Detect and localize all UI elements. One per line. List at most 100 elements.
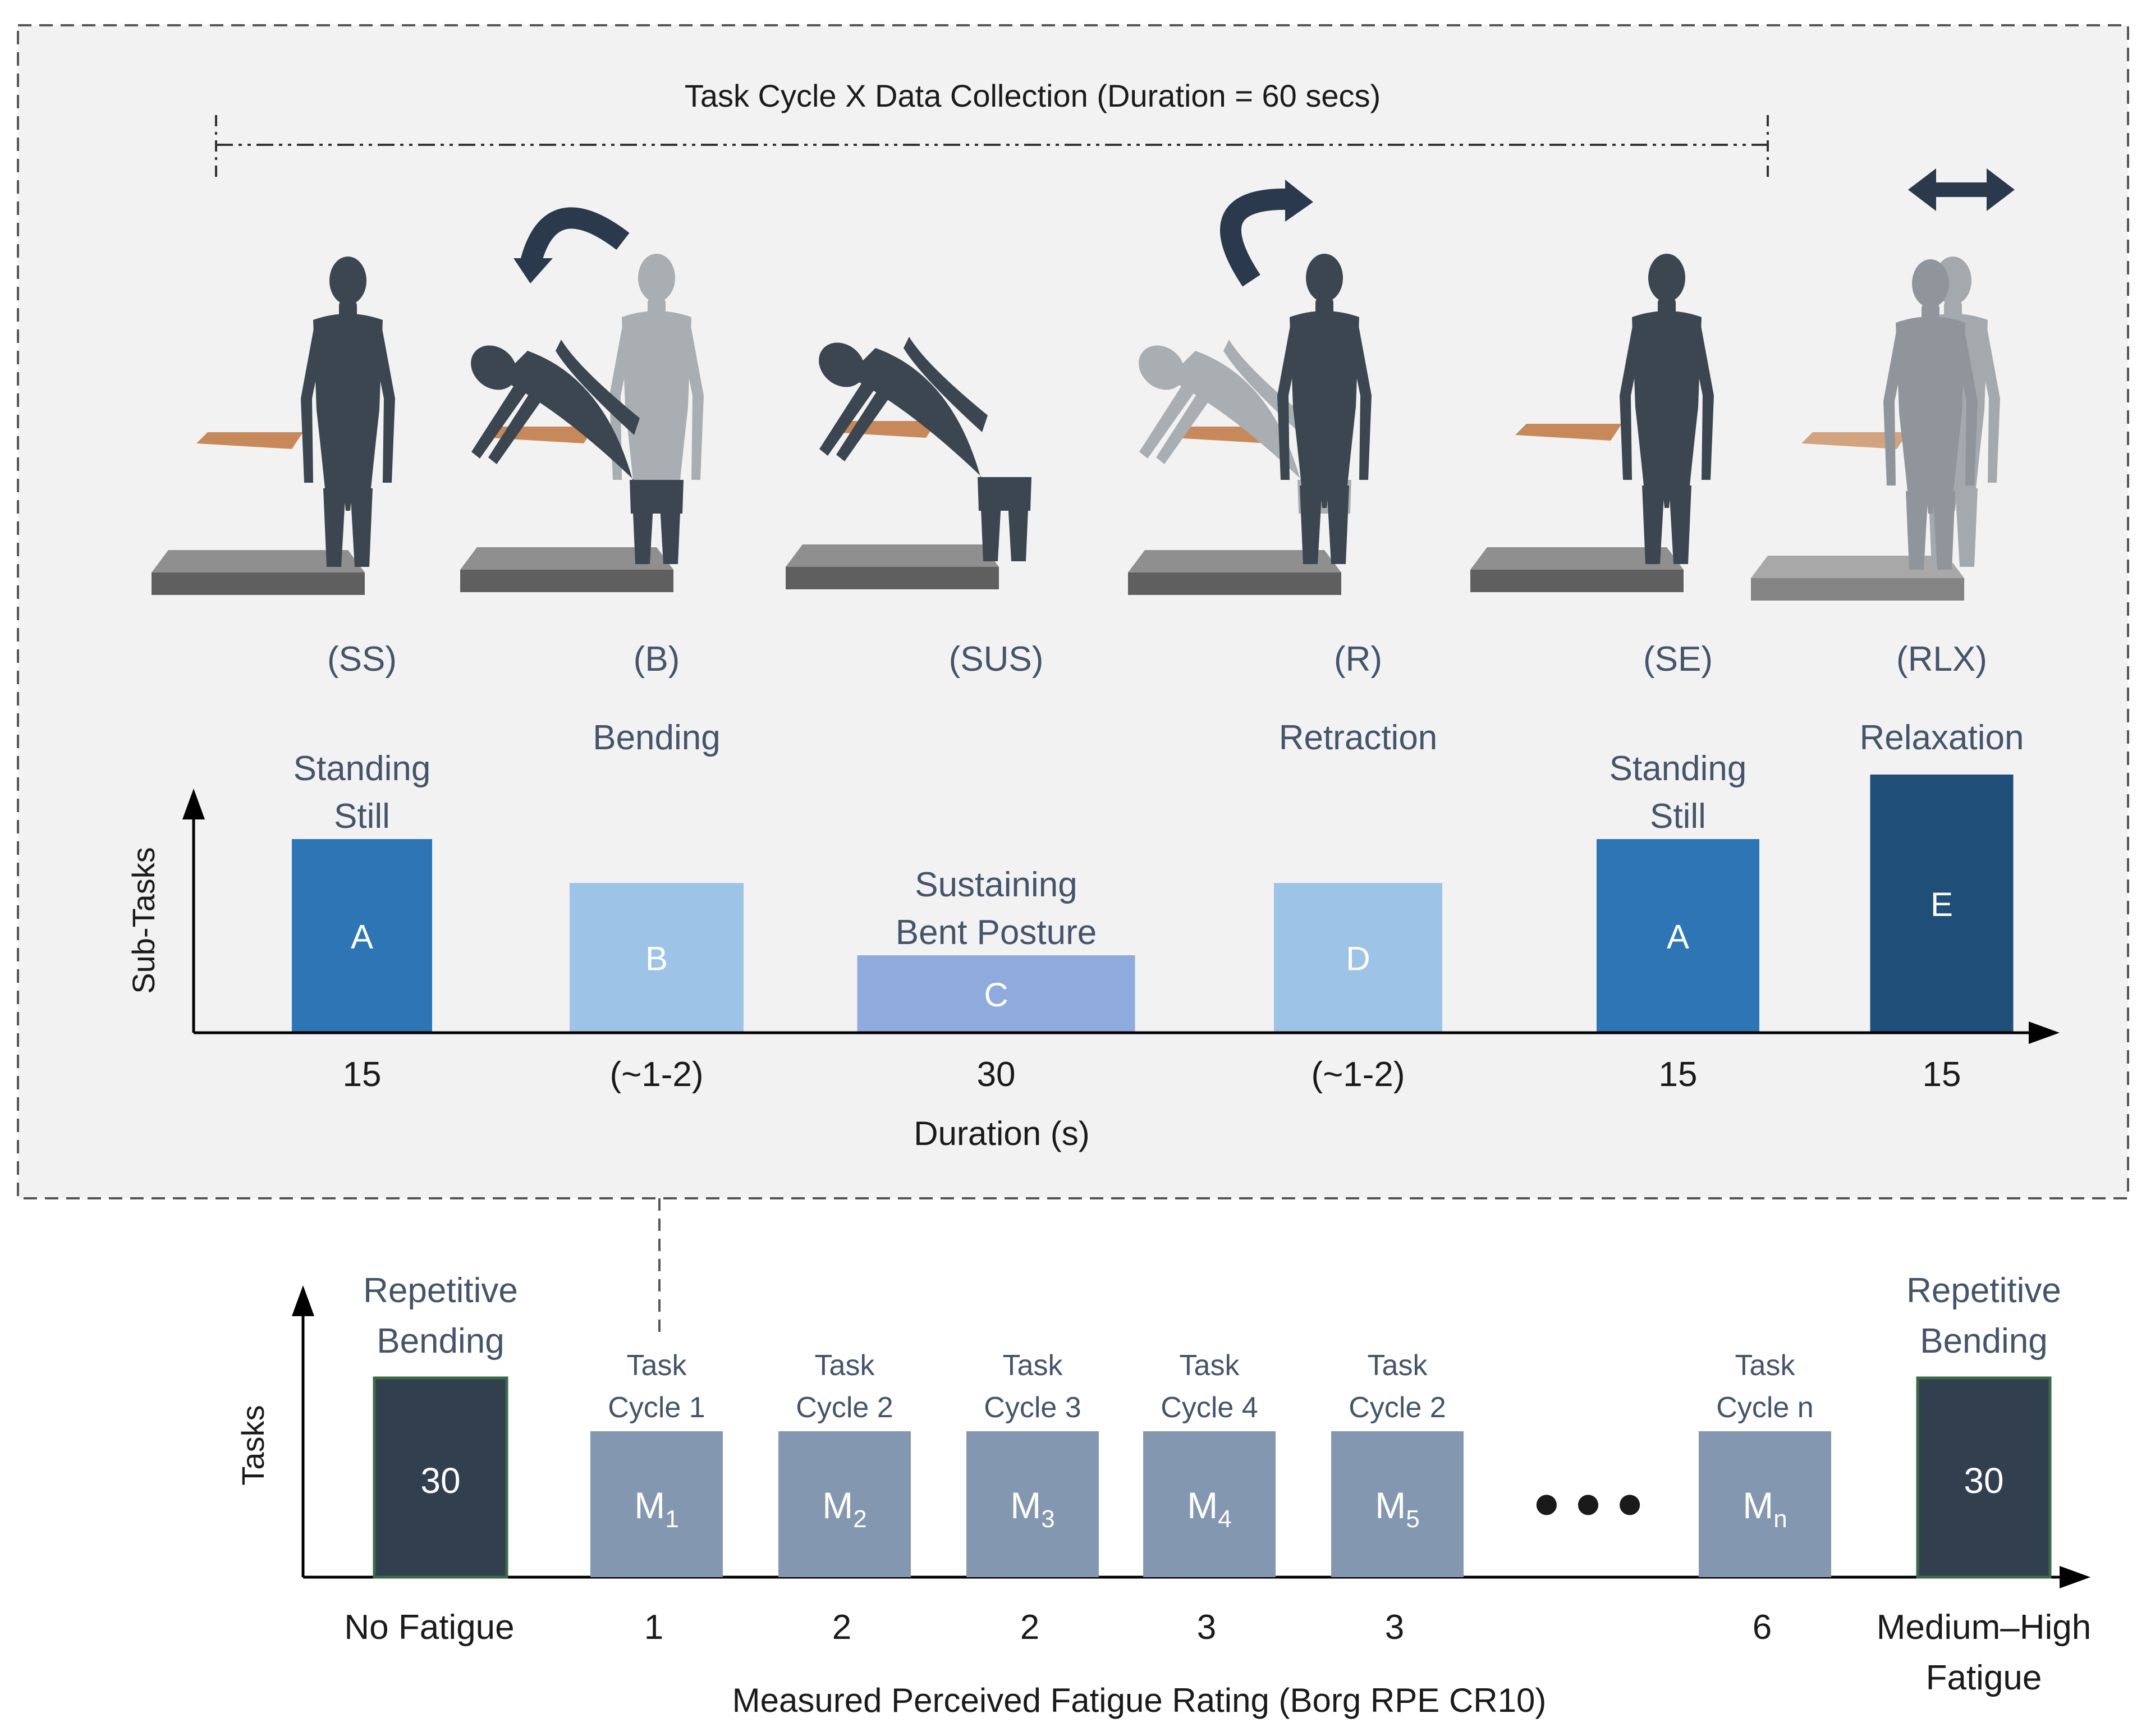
cycle-measure-5: Mn xyxy=(1743,1485,1787,1533)
end-block-rating-0: No Fatigue xyxy=(344,1608,514,1647)
subtask-code-5: (RLX) xyxy=(1896,640,1987,679)
subtask-duration-2: 30 xyxy=(977,1055,1016,1094)
fatigue-axis-label: Measured Perceived Fatigue Rating (Borg … xyxy=(732,1682,1547,1719)
cycle-measure-subscript: 3 xyxy=(1041,1505,1054,1533)
subtask-bar-label-0: A xyxy=(351,918,373,956)
subtask-bar-3 xyxy=(1274,883,1442,1033)
cycle-measure-subscript: 5 xyxy=(1406,1505,1419,1533)
cycle-measure-letter: M xyxy=(1375,1485,1406,1526)
subtask-code-0: (SS) xyxy=(327,640,397,679)
end-block-rating-1: Medium–High xyxy=(1877,1608,2092,1647)
subtask-duration-5: 15 xyxy=(1923,1055,1961,1094)
subtask-bar-0 xyxy=(292,839,432,1033)
subtask-bar-1 xyxy=(570,883,744,1033)
cycle-title2-4: Cycle 2 xyxy=(1349,1391,1446,1424)
subtask-name-1: Bending xyxy=(593,718,721,757)
subtask-code-1: (B) xyxy=(634,640,680,679)
subtask-name-2: Sustaining xyxy=(915,865,1077,904)
cycle-measure-letter: M xyxy=(634,1485,665,1526)
bend-arrow-icon xyxy=(513,207,630,283)
duration-axis-label: Duration (s) xyxy=(914,1115,1089,1152)
tasks-y-arrowhead xyxy=(292,1285,314,1316)
cycle-measure-letter: M xyxy=(1010,1485,1041,1526)
end-block-value-1: 30 xyxy=(1964,1460,2003,1501)
cycle-measure-subscript: 4 xyxy=(1218,1505,1231,1533)
subtask-bar-5 xyxy=(1870,775,2014,1033)
cycle-rating-0: 1 xyxy=(644,1608,663,1647)
subtask-duration-3: (~1-2) xyxy=(1311,1055,1405,1094)
cycle-rating-1: 2 xyxy=(832,1608,851,1647)
subtasks-axis-label: Sub-Tasks xyxy=(126,847,161,993)
subtask-duration-0: 15 xyxy=(343,1055,382,1094)
cycle-rating-3: 3 xyxy=(1197,1608,1216,1647)
end-block-1 xyxy=(1916,1376,2052,1579)
cycle-block-0 xyxy=(590,1431,723,1577)
cycle-block-4 xyxy=(1331,1431,1464,1577)
cycle-block-1 xyxy=(778,1431,911,1577)
cycle-block-3 xyxy=(1143,1431,1276,1577)
cycle-title-2: Task xyxy=(1003,1349,1063,1382)
cycle-title-4: Task xyxy=(1368,1349,1428,1382)
subtask-bar-label-1: B xyxy=(645,940,668,978)
subtask-duration-1: (~1-2) xyxy=(609,1055,703,1094)
subtask-bar-4 xyxy=(1597,839,1759,1033)
subtasks-x-arrowhead xyxy=(2029,1022,2060,1044)
cycle-rating-5: 6 xyxy=(1753,1608,1772,1647)
cycle-title2-2: Cycle 3 xyxy=(984,1391,1081,1424)
cycle-title2-1: Cycle 2 xyxy=(796,1391,893,1424)
cycle-title2-0: Cycle 1 xyxy=(608,1391,705,1424)
cycle-title: Task Cycle X Data Collection (Duration =… xyxy=(685,78,1381,113)
cycle-rating-4: 3 xyxy=(1385,1608,1404,1647)
tasks-x-arrowhead xyxy=(2060,1566,2090,1588)
cycle-title2-5: Cycle n xyxy=(1716,1391,1813,1424)
subtask-bar-label-5: E xyxy=(1931,886,1953,923)
cycle-title-1: Task xyxy=(815,1349,875,1382)
cycle-title2-3: Cycle 4 xyxy=(1161,1391,1258,1424)
cycle-measure-subscript: 1 xyxy=(665,1505,678,1533)
end-block-rating2-1: Fatigue xyxy=(1926,1659,2042,1697)
subtask-bar-label-3: D xyxy=(1346,940,1370,978)
subtask-bar-label-4: A xyxy=(1667,918,1689,956)
cycle-title-5: Task xyxy=(1735,1349,1796,1382)
cycle-rating-2: 2 xyxy=(1020,1608,1039,1647)
subtask-code-3: (R) xyxy=(1334,640,1382,679)
cycle-measure-3: M4 xyxy=(1187,1485,1231,1533)
retraction-arrow-icon xyxy=(1220,180,1313,287)
relax-double-arrow-icon xyxy=(1908,168,2015,211)
subtask-bar-label-2: C xyxy=(984,976,1008,1014)
cycle-block-2 xyxy=(966,1431,1099,1577)
cycle-measure-letter: M xyxy=(822,1485,853,1526)
cycle-measure-2: M3 xyxy=(1010,1485,1054,1533)
subtasks-y-arrowhead xyxy=(182,789,205,819)
cycle-title-0: Task xyxy=(627,1349,687,1382)
end-block-value-0: 30 xyxy=(420,1460,460,1501)
cycle-measure-0: M1 xyxy=(634,1485,678,1533)
subtask-name2-4: Still xyxy=(1650,797,1706,836)
subtask-name-0: Standing xyxy=(294,749,431,788)
end-block-title-1: Repetitive xyxy=(1906,1271,2061,1310)
cycle-measure-letter: M xyxy=(1187,1485,1218,1526)
end-block-title2-1: Bending xyxy=(1920,1322,2048,1361)
subtask-code-2: (SUS) xyxy=(949,640,1044,679)
end-block-0 xyxy=(373,1376,508,1579)
cycle-block-5 xyxy=(1699,1431,1831,1577)
cycle-title-3: Task xyxy=(1180,1349,1240,1382)
cycle-measure-letter: M xyxy=(1743,1485,1773,1526)
cycle-measure-1: M2 xyxy=(822,1485,866,1533)
subtask-duration-4: 15 xyxy=(1659,1055,1698,1094)
subtask-name2-2: Bent Posture xyxy=(896,913,1097,952)
subtask-name2-0: Still xyxy=(334,797,390,836)
cycle-measure-subscript: 2 xyxy=(853,1505,866,1533)
subtask-name-3: Retraction xyxy=(1279,718,1438,757)
cycle-measure-4: M5 xyxy=(1375,1485,1419,1533)
subtask-name-4: Standing xyxy=(1610,749,1747,788)
tasks-axis-label: Tasks xyxy=(235,1405,270,1485)
more-cycles-ellipsis: ● ● ● xyxy=(1533,1476,1644,1528)
cycle-measure-subscript: n xyxy=(1773,1505,1787,1533)
subtask-bar-2 xyxy=(857,955,1135,1033)
end-block-title-0: Repetitive xyxy=(363,1271,518,1310)
end-block-title2-0: Bending xyxy=(377,1322,505,1361)
